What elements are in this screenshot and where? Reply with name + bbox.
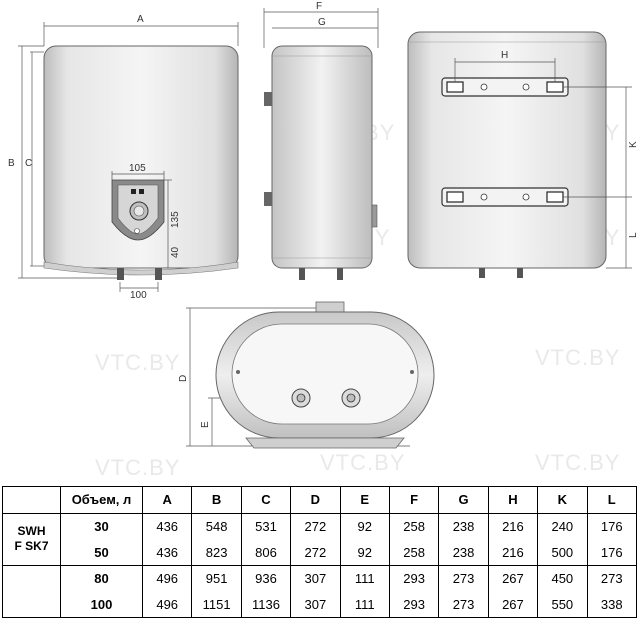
table-row: 50 436 823 806 272 92 258 238 216 500 17… <box>3 539 638 566</box>
table-cell: 238 <box>438 512 489 540</box>
top-view: D E <box>178 301 435 449</box>
dim-label-f: F <box>316 1 322 12</box>
model-name: SWH F SK7 <box>2 512 61 566</box>
watermark: VTC.BY <box>535 450 620 475</box>
table-cell-volume: 50 <box>60 539 143 566</box>
table-cell: 216 <box>487 539 539 566</box>
model-name-line1: SWH <box>17 524 46 539</box>
table-cell: 436 <box>141 539 193 566</box>
table-header-row: Объем, л A B C D E F G H K L <box>2 486 638 514</box>
table-header-l: L <box>586 486 638 514</box>
table-cell-volume: 100 <box>60 591 143 619</box>
table-header-b: B <box>191 486 242 514</box>
dim-label-e: E <box>200 421 211 428</box>
table-cell: 496 <box>141 564 193 592</box>
watermark: VTC.BY <box>95 350 180 375</box>
table-cell: 92 <box>339 539 390 566</box>
dim-label-h: H <box>501 50 508 61</box>
table-cell: 267 <box>487 564 539 592</box>
table-cell: 267 <box>487 591 539 619</box>
table-header-k: K <box>537 486 588 514</box>
table-cell: 273 <box>586 564 638 592</box>
table-cell: 307 <box>290 591 341 619</box>
table-cell: 436 <box>141 512 193 540</box>
table-cell: 496 <box>141 591 193 619</box>
table-cell: 238 <box>438 539 489 566</box>
table-cell: 258 <box>388 539 440 566</box>
table-cell: 548 <box>191 512 242 540</box>
dimensions-table: Объем, л A B C D E F G H K L SWH F SK7 3… <box>2 486 638 619</box>
table-cell: 111 <box>339 591 390 619</box>
dim-label-l: L <box>628 232 639 238</box>
back-view: H K L <box>407 31 639 278</box>
table-cell: 92 <box>339 512 390 540</box>
table-cell: 293 <box>388 591 440 619</box>
front-view: A B C 105 135 40 <box>8 14 239 301</box>
dim-label-b: B <box>8 158 15 169</box>
table-header-h: H <box>487 486 539 514</box>
model-name-blank <box>2 564 61 619</box>
table-cell: 272 <box>290 539 341 566</box>
table-row: 100 496 1151 1136 307 111 293 273 267 55… <box>3 591 638 619</box>
table-cell: 272 <box>290 512 341 540</box>
table-header-volume: Объем, л <box>60 486 143 514</box>
table-header-f: F <box>388 486 440 514</box>
table-header-d: D <box>290 486 341 514</box>
dim-label-d: D <box>178 375 189 382</box>
dim-label-40: 40 <box>170 246 181 258</box>
table-cell-volume: 80 <box>60 564 143 592</box>
table-cell: 176 <box>586 512 638 540</box>
table-header-a: A <box>141 486 193 514</box>
table-header-c: C <box>240 486 292 514</box>
model-name-line2: F SK7 <box>14 539 49 554</box>
table-cell: 531 <box>240 512 292 540</box>
technical-drawing: VTC.BY VTC.BY VTC.BY VTC.BY VTC.BY VTC.B… <box>8 1 639 480</box>
table-cell: 823 <box>191 539 242 566</box>
watermark: VTC.BY <box>320 450 405 475</box>
dim-label-105: 105 <box>129 163 146 174</box>
dim-label-k: K <box>628 141 639 148</box>
table-cell: 550 <box>537 591 588 619</box>
table-cell: 500 <box>537 539 588 566</box>
table-cell: 216 <box>487 512 539 540</box>
table-cell: 450 <box>537 564 588 592</box>
table-cell: 273 <box>438 591 489 619</box>
table-row: 80 496 951 936 307 111 293 273 267 450 2… <box>2 564 638 619</box>
table-cell: 293 <box>388 564 440 592</box>
table-header-blank <box>2 486 61 514</box>
table-header-e: E <box>339 486 390 514</box>
dim-label-135: 135 <box>170 211 181 228</box>
dim-label-c: C <box>25 158 32 169</box>
table-cell: 240 <box>537 512 588 540</box>
table-header-g: G <box>438 486 489 514</box>
table-cell: 307 <box>290 564 341 592</box>
table-cell-volume: 30 <box>60 512 143 540</box>
table-cell: 1136 <box>240 591 292 619</box>
table-cell: 951 <box>191 564 242 592</box>
table-cell: 258 <box>388 512 440 540</box>
table-cell: 1151 <box>191 591 242 619</box>
dim-label-a: A <box>137 14 144 25</box>
watermark: VTC.BY <box>535 345 620 370</box>
table-cell: 338 <box>586 591 638 619</box>
table-row: SWH F SK7 30 436 548 531 272 92 258 238 … <box>2 512 638 566</box>
watermark: VTC.BY <box>95 455 180 480</box>
side-view: F G <box>263 1 379 280</box>
dim-label-100: 100 <box>130 290 147 301</box>
table-cell: 806 <box>240 539 292 566</box>
dim-label-g: G <box>318 17 326 28</box>
table-cell: 936 <box>240 564 292 592</box>
table-cell: 273 <box>438 564 489 592</box>
table-cell: 111 <box>339 564 390 592</box>
table-cell: 176 <box>586 539 638 566</box>
